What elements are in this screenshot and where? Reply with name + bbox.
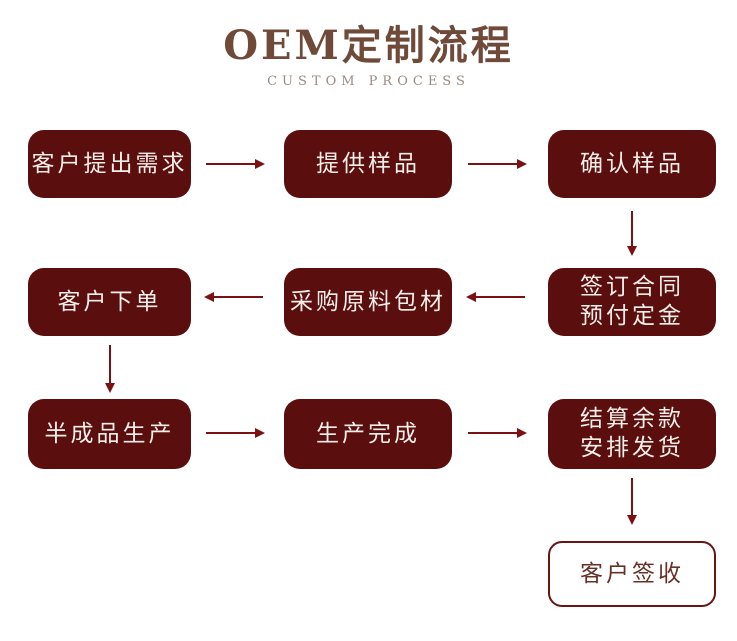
flow-node-customer-receipt: 客户签收: [548, 541, 716, 607]
arrow-right-icon: [468, 159, 527, 169]
flow-node-semi-finished-production: 半成品生产: [28, 399, 191, 469]
node-label: 客户提出需求: [31, 150, 188, 177]
arrow-right-icon: [206, 428, 265, 438]
page-subtitle: CUSTOM PROCESS: [267, 74, 470, 89]
node-label: 采购原料包材: [290, 288, 446, 315]
flow-node-confirm-sample: 确认样品: [548, 130, 716, 198]
flow-node-purchase-materials: 采购原料包材: [284, 268, 452, 336]
flow-node-production-complete: 生产完成: [284, 399, 452, 469]
node-label: 客户签收: [580, 560, 684, 587]
node-label: 结算余款: [580, 406, 684, 433]
arrow-left-icon: [204, 292, 263, 302]
arrow-right-icon: [206, 159, 265, 169]
node-label: 提供样品: [316, 150, 420, 177]
flow-node-sign-contract-deposit: 签订合同 预付定金: [548, 268, 716, 336]
flow-node-provide-sample: 提供样品: [284, 130, 452, 198]
page-title: OEM定制流程: [223, 22, 514, 69]
flow-node-customer-order: 客户下单: [28, 268, 191, 336]
node-label: 预付定金: [580, 303, 684, 329]
diagram-header: OEM定制流程 CUSTOM PROCESS: [0, 22, 737, 90]
node-label: 确认样品: [580, 150, 684, 177]
arrow-right-icon: [468, 428, 527, 438]
node-label: 安排发货: [580, 435, 684, 461]
node-label: 半成品生产: [44, 420, 175, 447]
flow-node-settle-balance-ship: 结算余款 安排发货: [548, 399, 716, 469]
arrow-down-icon: [627, 211, 637, 256]
node-label: 签订合同: [580, 274, 684, 301]
arrow-down-icon: [105, 345, 115, 393]
flow-node-customer-request: 客户提出需求: [28, 130, 191, 198]
arrow-left-icon: [466, 292, 525, 302]
arrow-down-icon: [627, 478, 637, 525]
node-label: 客户下单: [57, 288, 162, 315]
node-label: 生产完成: [316, 420, 420, 447]
